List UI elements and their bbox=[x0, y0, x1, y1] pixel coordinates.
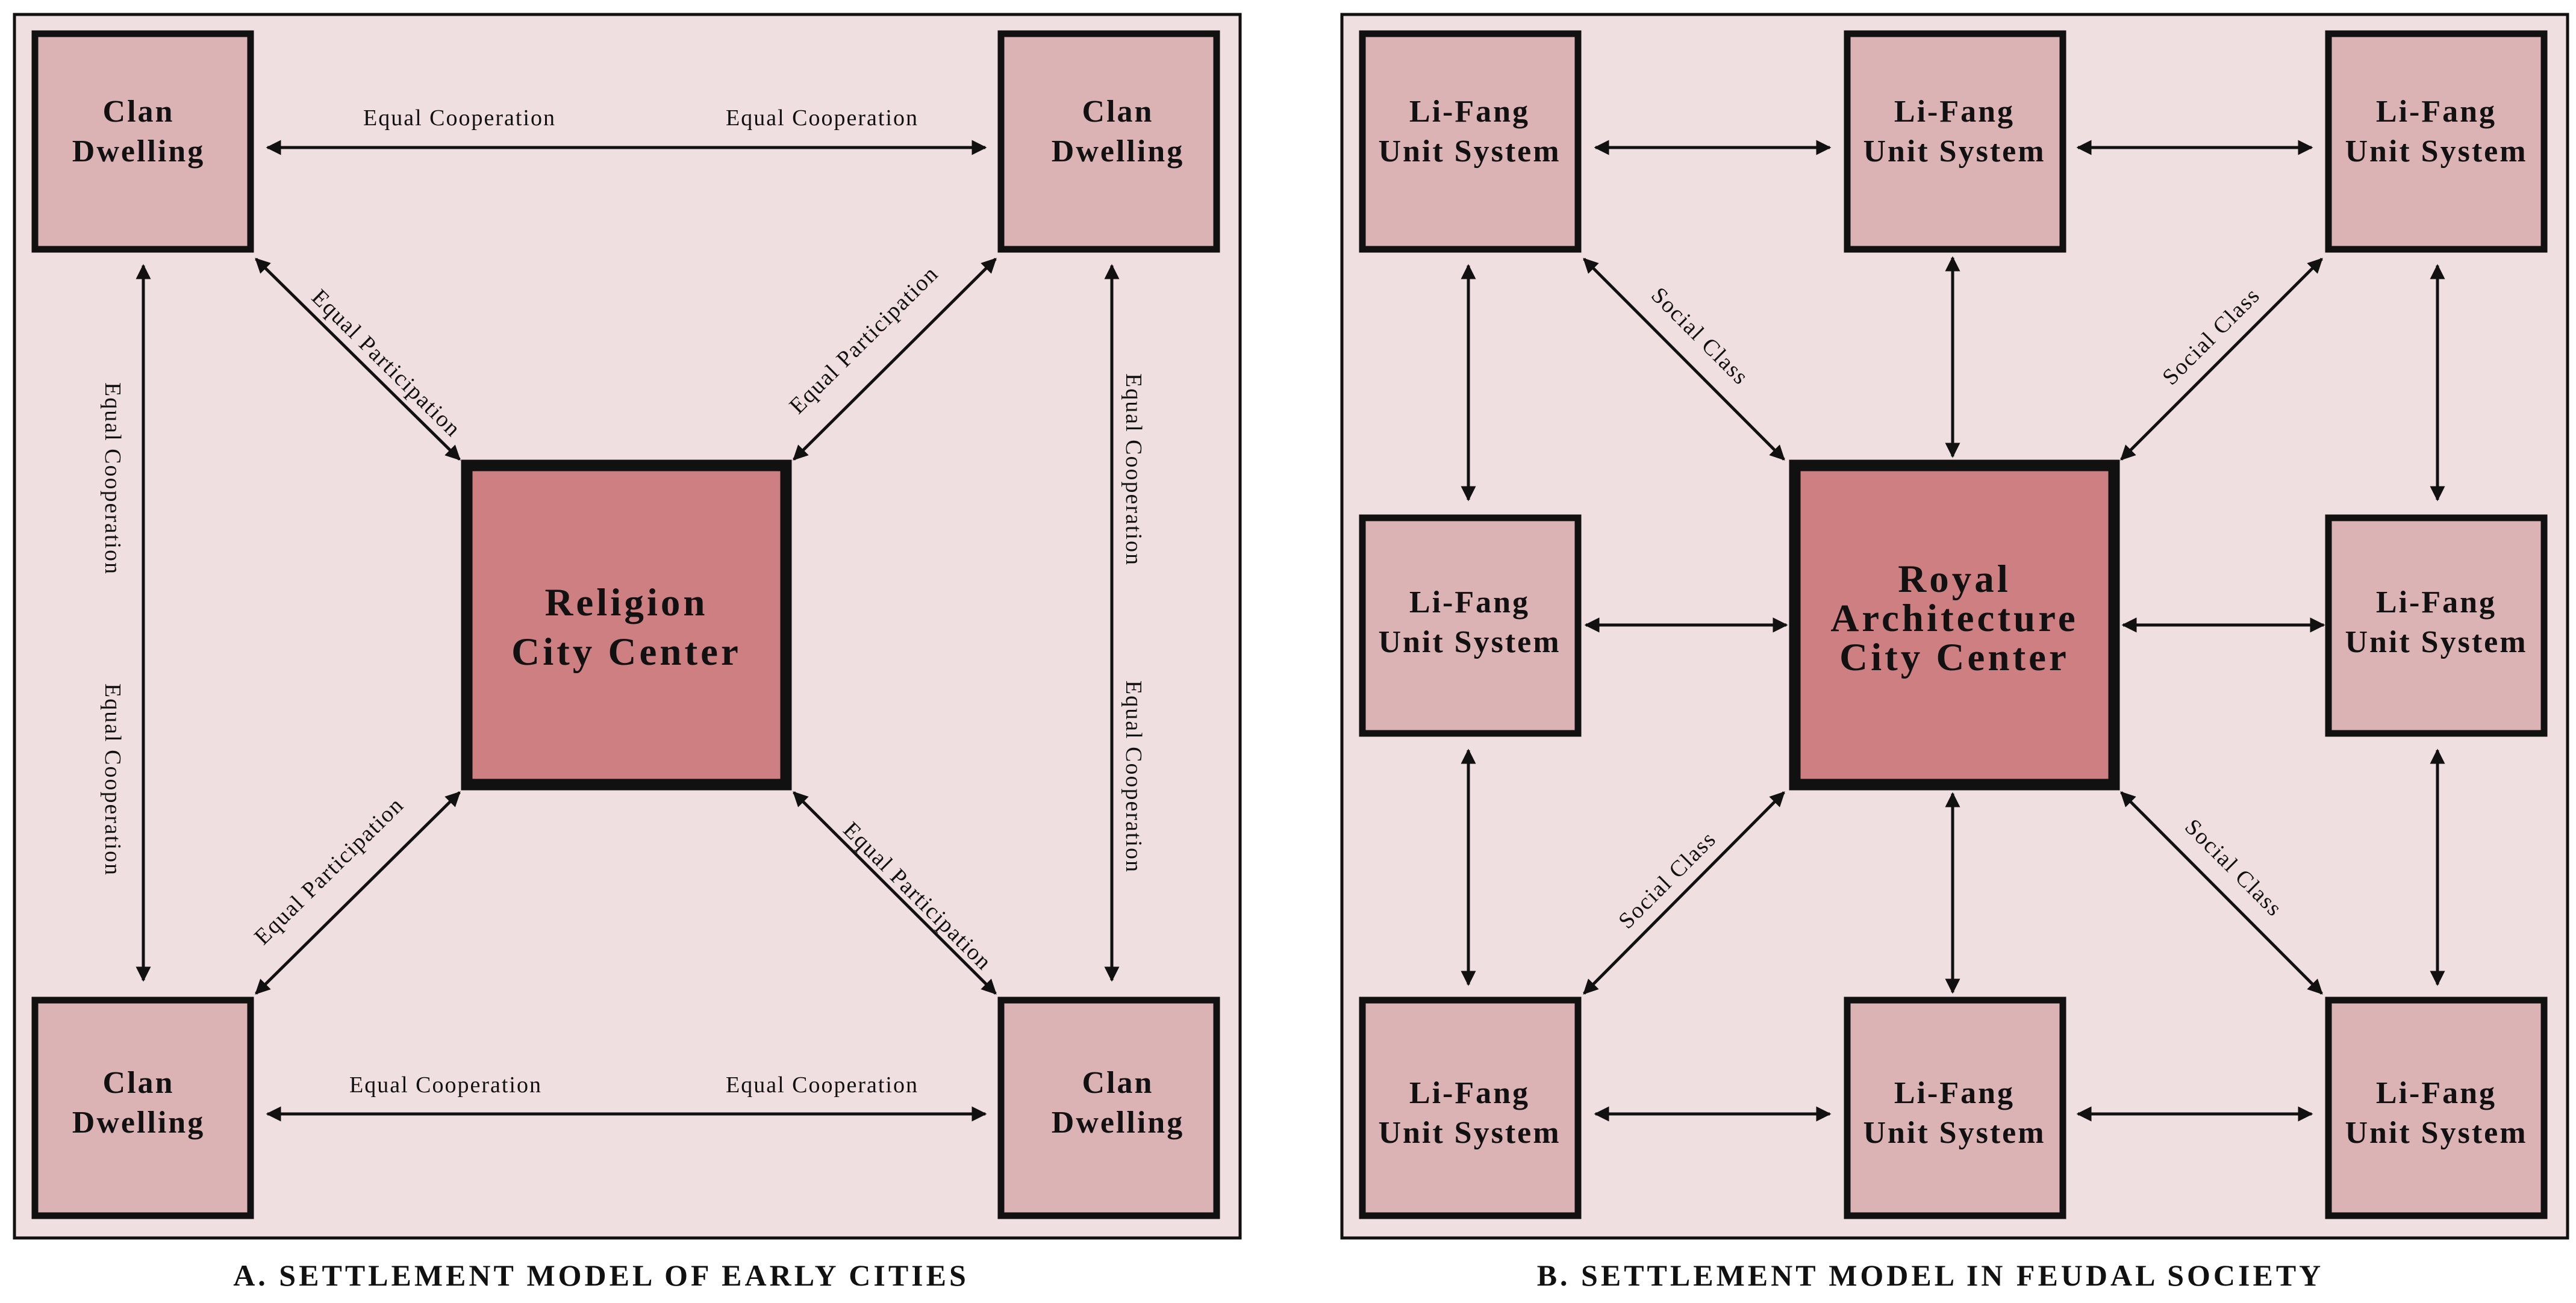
edge-label-right-lower: Equal Cooperation bbox=[1121, 680, 1146, 873]
edge-label-bottom-right: Equal Cooperation bbox=[726, 1072, 918, 1098]
arrow-a-diag-tr bbox=[793, 258, 997, 461]
edge-label-top-right: Equal Cooperation bbox=[726, 105, 918, 131]
edge-label-top-left: Equal Cooperation bbox=[363, 105, 556, 131]
li-fang-label-line2: Unit System bbox=[1378, 1116, 1561, 1150]
li-fang-label-line1: Li-Fang bbox=[1409, 585, 1530, 620]
panel-a: Clan Dwelling Clan Dwelling Clan Dwellin… bbox=[13, 13, 1242, 1240]
li-fang-box-top-right: Li-Fang Unit System bbox=[2325, 30, 2548, 253]
arrow-b-diag-bl bbox=[1583, 791, 1785, 995]
li-fang-box-bottom-right: Li-Fang Unit System bbox=[2325, 997, 2548, 1219]
edge-label-left-lower: Equal Cooperation bbox=[100, 683, 125, 876]
li-fang-box-bottom-left: Li-Fang Unit System bbox=[1359, 997, 1582, 1219]
center-label-line2: City Center bbox=[511, 630, 741, 674]
center-label-line2: Architecture bbox=[1830, 597, 2078, 640]
arrow-b-diag-br bbox=[2120, 791, 2323, 995]
edge-label-left-upper: Equal Cooperation bbox=[100, 382, 125, 575]
panel-b: Li-Fang Unit System Li-Fang Unit System … bbox=[1340, 13, 2569, 1240]
li-fang-label-line1: Li-Fang bbox=[1894, 95, 2015, 129]
caption-panel-b: B. SETTLEMENT MODEL IN FEUDAL SOCIETY bbox=[1537, 1258, 2324, 1292]
li-fang-label-line1: Li-Fang bbox=[2376, 1076, 2496, 1110]
clan-dwelling-label-line1: Clan bbox=[103, 1066, 175, 1100]
li-fang-label-line1: Li-Fang bbox=[1894, 1076, 2015, 1110]
li-fang-box-top-left: Li-Fang Unit System bbox=[1359, 30, 1582, 253]
clan-dwelling-label-line2: Dwelling bbox=[1052, 134, 1184, 169]
li-fang-label-line2: Unit System bbox=[1863, 1116, 2045, 1150]
clan-dwelling-label-line1: Clan bbox=[1082, 1066, 1154, 1100]
clan-dwelling-box-bl: Clan Dwelling bbox=[31, 997, 254, 1219]
clan-dwelling-label-line2: Dwelling bbox=[72, 1106, 205, 1140]
clan-dwelling-box-br: Clan Dwelling bbox=[997, 997, 1220, 1219]
li-fang-label-line2: Unit System bbox=[2345, 134, 2527, 169]
arrow-a-diag-bl bbox=[255, 791, 461, 995]
clan-dwelling-label-line1: Clan bbox=[103, 95, 175, 129]
clan-dwelling-label-line2: Dwelling bbox=[1052, 1106, 1184, 1140]
li-fang-box-top-center: Li-Fang Unit System bbox=[1844, 30, 2066, 253]
clan-dwelling-box-tl: Clan Dwelling bbox=[31, 30, 254, 253]
clan-dwelling-box-tr: Clan Dwelling bbox=[997, 30, 1220, 253]
li-fang-label-line2: Unit System bbox=[1378, 625, 1561, 659]
clan-dwelling-label-line1: Clan bbox=[1082, 95, 1154, 129]
li-fang-label-line1: Li-Fang bbox=[1409, 95, 1530, 129]
li-fang-label-line2: Unit System bbox=[2345, 625, 2527, 659]
edge-label-right-upper: Equal Cooperation bbox=[1121, 373, 1146, 566]
li-fang-label-line1: Li-Fang bbox=[2376, 95, 2496, 129]
edge-label-bottom-left: Equal Cooperation bbox=[349, 1072, 542, 1098]
li-fang-box-bottom-center: Li-Fang Unit System bbox=[1844, 997, 2066, 1219]
arrow-b-diag-tl bbox=[1583, 258, 1785, 461]
li-fang-label-line2: Unit System bbox=[1378, 134, 1561, 169]
li-fang-label-line1: Li-Fang bbox=[1409, 1076, 1530, 1110]
clan-dwelling-label-line2: Dwelling bbox=[72, 134, 205, 169]
li-fang-box-mid-right: Li-Fang Unit System bbox=[2325, 514, 2548, 737]
center-label-line3: City Center bbox=[1839, 636, 2069, 679]
center-label-line1: Royal bbox=[1898, 558, 2011, 601]
arrow-b-diag-tr bbox=[2120, 258, 2323, 461]
religion-city-center-box: Religion City Center bbox=[461, 459, 792, 791]
li-fang-label-line2: Unit System bbox=[1863, 134, 2045, 169]
royal-architecture-city-center-box: Royal Architecture City Center bbox=[1789, 459, 2120, 791]
arrow-a-diag-br bbox=[793, 791, 997, 995]
arrow-a-diag-tl bbox=[255, 258, 461, 461]
li-fang-box-mid-left: Li-Fang Unit System bbox=[1359, 514, 1582, 737]
li-fang-label-line1: Li-Fang bbox=[2376, 585, 2496, 620]
caption-panel-a: A. SETTLEMENT MODEL OF EARLY CITIES bbox=[233, 1258, 969, 1292]
li-fang-label-line2: Unit System bbox=[2345, 1116, 2527, 1150]
center-label-line1: Religion bbox=[544, 581, 708, 624]
